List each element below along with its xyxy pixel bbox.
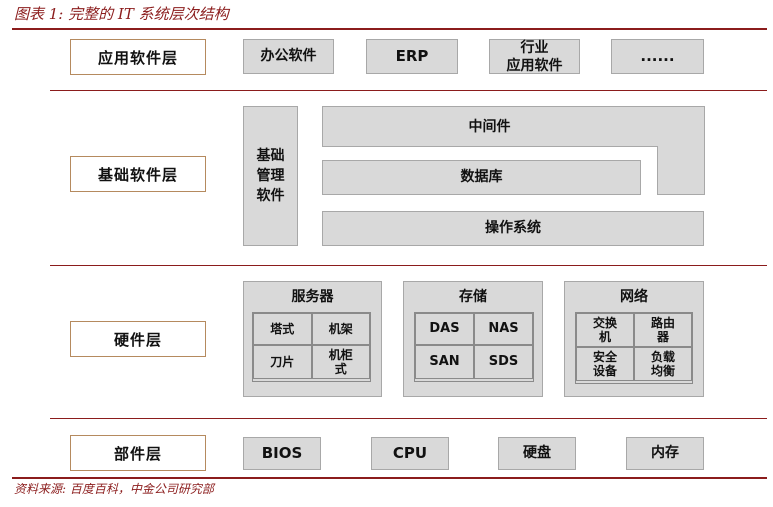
app-office-software: 办公软件 <box>243 39 334 74</box>
server-cabinet: 机柜 式 <box>311 345 370 379</box>
app-industry-line2: 应用软件 <box>506 57 563 74</box>
layer-label-application: 应用软件层 <box>70 39 206 75</box>
component-memory: 内存 <box>626 437 704 470</box>
app-industry-software: 行业 应用软件 <box>489 39 580 74</box>
storage-title: 存储 <box>459 289 487 305</box>
figure-title: 图表 1: 完整的 IT 系统层次结构 <box>14 5 229 23</box>
hardware-server-panel: 服务器 塔式 机架 刀片 机柜 式 <box>243 281 382 397</box>
network-title: 网络 <box>620 289 648 305</box>
top-rule <box>12 28 767 30</box>
component-cpu: CPU <box>371 437 449 470</box>
mgmt-line3: 软件 <box>256 188 285 204</box>
component-hard-disk: 硬盘 <box>498 437 576 470</box>
divider-2 <box>50 265 767 266</box>
component-bios: BIOS <box>243 437 321 470</box>
server-cabinet-line2: 式 <box>334 362 347 376</box>
hardware-storage-panel: 存储 DAS NAS SAN SDS <box>403 281 543 397</box>
network-switch: 交换 机 <box>576 313 634 347</box>
server-cabinet-line1: 机柜 <box>328 348 353 362</box>
layer-label-component: 部件层 <box>70 435 206 471</box>
storage-san: SAN <box>415 345 474 379</box>
network-grid: 交换 机 路由 器 安全 设备 负载 均衡 <box>575 312 693 384</box>
mgmt-line2: 管理 <box>256 168 285 184</box>
network-router-line2: 器 <box>656 330 669 344</box>
storage-grid: DAS NAS SAN SDS <box>414 312 534 382</box>
middleware-label: 中间件 <box>468 119 511 135</box>
network-security-line2: 设备 <box>592 364 617 378</box>
foundation-mgmt-software: 基础 管理 软件 <box>243 106 298 246</box>
network-security-line1: 安全 <box>592 350 617 364</box>
storage-das: DAS <box>415 313 474 345</box>
server-title: 服务器 <box>291 289 334 305</box>
figure-source: 资料来源: 百度百科，中金公司研究部 <box>14 482 214 496</box>
network-switch-line1: 交换 <box>592 316 617 330</box>
network-router-line1: 路由 <box>650 316 675 330</box>
server-grid: 塔式 机架 刀片 机柜 式 <box>252 312 371 382</box>
foundation-os: 操作系统 <box>322 211 704 246</box>
network-router: 路由 器 <box>634 313 692 347</box>
app-more: ...... <box>611 39 704 74</box>
divider-3 <box>50 418 767 419</box>
server-tower: 塔式 <box>253 313 312 345</box>
layer-label-foundation: 基础软件层 <box>70 156 206 192</box>
mgmt-line1: 基础 <box>256 148 285 164</box>
app-erp: ERP <box>366 39 458 74</box>
network-load-balance: 负载 均衡 <box>634 347 692 381</box>
storage-nas: NAS <box>474 313 533 345</box>
network-load-line2: 均衡 <box>650 364 675 378</box>
network-load-line1: 负载 <box>650 350 675 364</box>
divider-1 <box>50 90 767 91</box>
layer-label-hardware: 硬件层 <box>70 321 206 357</box>
hardware-network-panel: 网络 交换 机 路由 器 安全 设备 负载 均衡 <box>564 281 704 397</box>
storage-sds: SDS <box>474 345 533 379</box>
network-security: 安全 设备 <box>576 347 634 381</box>
app-industry-line1: 行业 <box>520 39 549 56</box>
server-blade: 刀片 <box>253 345 312 379</box>
foundation-database: 数据库 <box>322 160 641 195</box>
network-switch-line2: 机 <box>598 330 611 344</box>
bottom-rule <box>12 477 767 479</box>
server-rack: 机架 <box>311 313 370 345</box>
